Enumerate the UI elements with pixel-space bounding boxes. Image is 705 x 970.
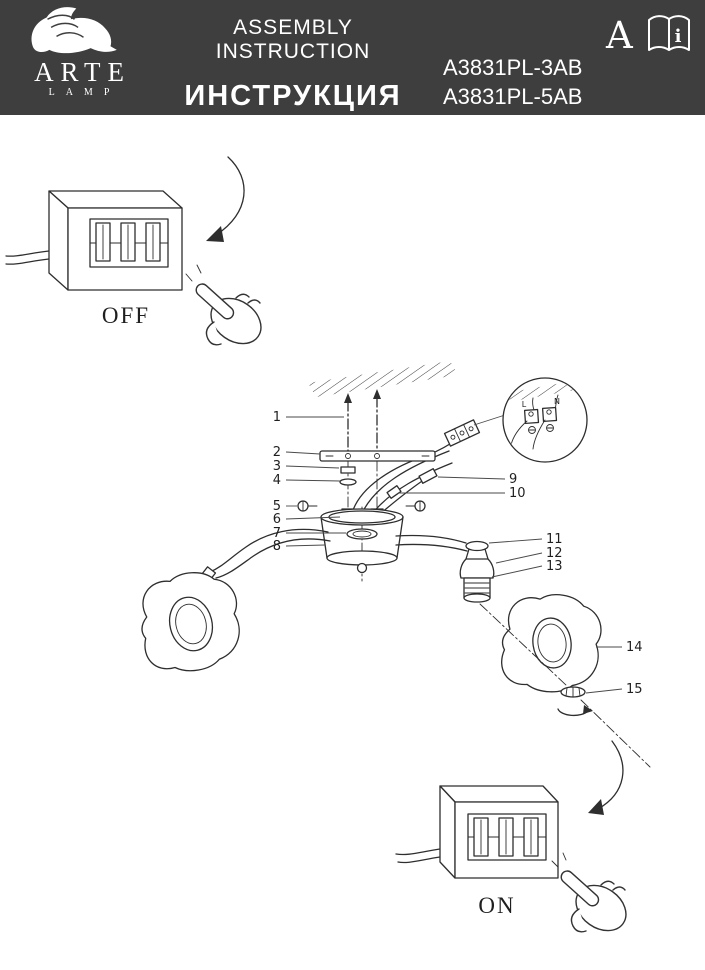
part-labels: 1 2 3 4 5 6 7 8 9 10 11 12 13 14 15 (273, 410, 643, 697)
part-number-13: 13 (546, 559, 563, 574)
side-screws (297, 500, 426, 512)
switch-box-top (48, 190, 183, 209)
model-number-2: A3831PL-5AB (443, 84, 583, 109)
right-shade (498, 590, 604, 696)
title-russian: ИНСТРУКЦИЯ (184, 80, 402, 112)
part-number-2: 2 (273, 445, 281, 460)
curved-arrow-on-icon (588, 740, 624, 815)
canopy (320, 508, 404, 574)
part-number-14: 14 (626, 640, 643, 655)
manual-book-icon: i (645, 10, 693, 65)
part-number-4: 4 (273, 473, 281, 488)
mounting-bracket (319, 450, 436, 462)
off-switch-illustration: OFF (5, 190, 183, 328)
title-english: ASSEMBLY INSTRUCTION (215, 16, 371, 63)
assembly-drawing: OFF (5, 156, 651, 941)
terminal-block (443, 419, 481, 447)
part-number-15: 15 (626, 682, 643, 697)
assembly-axis-2 (580, 699, 651, 768)
wire-sleeve (386, 485, 402, 499)
part-number-8: 8 (273, 539, 281, 554)
shade-retainer-cap (557, 686, 593, 717)
wire-left-on (395, 848, 441, 864)
header-titles: ASSEMBLY INSTRUCTION ИНСТРУКЦИЯ (150, 16, 436, 113)
washer (339, 478, 357, 486)
left-shade (134, 566, 246, 678)
part-number-6: 6 (273, 512, 281, 527)
brand-subtitle: LAMP (48, 87, 121, 98)
arte-lamp-logo: ARTE LAMP (14, 2, 144, 100)
pointing-hand-off-icon (185, 264, 271, 354)
part-number-12: 12 (546, 546, 563, 561)
assembly-axis (479, 603, 567, 686)
left-lamp-arm (195, 528, 331, 588)
curved-arrow-off-icon (206, 156, 245, 242)
switch-box-top-on (439, 785, 559, 803)
on-label: ON (478, 893, 515, 918)
rocker-switches (95, 222, 161, 262)
right-lamp-arm (395, 534, 468, 552)
terminal-label-l: L (522, 400, 527, 409)
ceiling-hatch (308, 361, 458, 397)
wire-connector (418, 468, 438, 484)
terminal-label-n: N (554, 397, 560, 406)
socket-ring (465, 540, 489, 552)
off-label: OFF (102, 303, 150, 328)
pointing-hand-on-icon (551, 852, 636, 941)
right-socket (459, 540, 495, 603)
section-letter: A (606, 14, 633, 57)
part-number-10: 10 (509, 486, 526, 501)
manual-icon-label: i (675, 26, 682, 47)
terminal-detail-circle: L N (502, 377, 588, 463)
part-number-7: 7 (273, 526, 281, 541)
brand-name: ARTE (34, 57, 131, 87)
wire-left (5, 250, 50, 265)
model-number-1: A3831PL-3AB (443, 55, 583, 80)
part-number-1: 1 (273, 410, 281, 425)
part-number-9: 9 (509, 472, 517, 487)
supply-wires (351, 414, 506, 515)
part-number-5: 5 (273, 499, 281, 514)
hex-nut (340, 466, 356, 474)
winged-lion-icon (31, 7, 117, 54)
inner-ring (346, 528, 378, 540)
part-number-3: 3 (273, 459, 281, 474)
header-bar: ARTE LAMP ASSEMBLY INSTRUCTION ИНСТРУКЦИ… (0, 0, 705, 115)
switch-box-side-on (439, 785, 456, 879)
model-numbers: A3831PL-3AB A3831PL-5AB (443, 53, 582, 111)
switch-box-side (48, 190, 69, 291)
rocker-switches-on (473, 817, 539, 857)
on-switch-illustration: ON (395, 785, 559, 918)
part-number-11: 11 (546, 532, 563, 547)
socket-cup (459, 558, 495, 579)
